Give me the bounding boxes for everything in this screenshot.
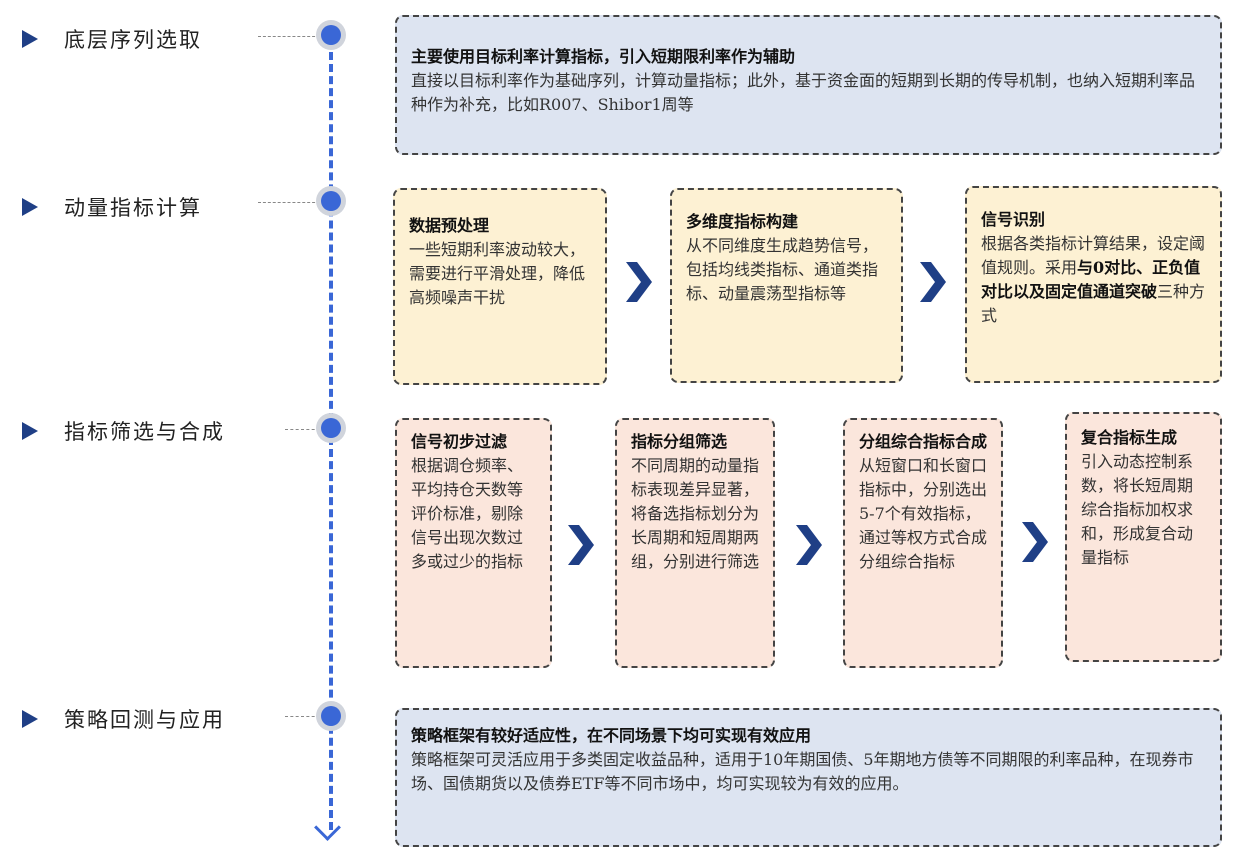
stage-label: 策略回测与应用 [64,708,225,732]
box-title: 指标分组筛选 [631,432,728,451]
stage-1: 底层序列选取 [22,24,202,54]
box-body: 不同周期的动量指标表现差异显著，将备选指标划分为长周期和短周期两组，分别进行筛选 [631,456,760,571]
chevron-right-icon [626,262,652,302]
stage-2: 动量指标计算 [22,192,202,222]
timeline-node [321,706,341,726]
timeline-node [321,25,341,45]
box-body: 根据各类指标计算结果，设定阈值规则。采用与0对比、正负值对比以及固定值通道突破三… [981,232,1206,328]
body-bold-text: 与0对比、正负值对比以及固定值通道突破 [981,258,1201,301]
box-backtest: 策略框架有较好适应性，在不同场景下均可实现有效应用 策略框架可灵活应用于多类固定… [395,708,1222,847]
box-title: 主要使用目标利率计算指标，引入短期限利率作为辅助 [411,47,796,66]
triangle-icon [22,198,38,216]
triangle-icon [22,422,38,440]
box-body: 从短窗口和长窗口指标中，分别选出5-7个有效指标，通过等权方式合成分组综合指标 [859,456,988,571]
box-preprocess: 数据预处理 一些短期利率波动较大，需要进行平滑处理，降低高频噪声干扰 [393,188,607,385]
triangle-icon [22,710,38,728]
connector [285,716,320,717]
box-composite: 复合指标生成 引入动态控制系数，将长短周期综合指标加权求和，形成复合动量指标 [1065,412,1222,662]
stage-label: 动量指标计算 [64,196,202,220]
box-title: 多维度指标构建 [686,212,799,231]
box-group-composite: 分组综合指标合成 从短窗口和长窗口指标中，分别选出5-7个有效指标，通过等权方式… [843,418,1003,668]
box-title: 信号初步过滤 [411,432,508,451]
stage-4: 策略回测与应用 [22,704,225,734]
box-initial-filter: 信号初步过滤 根据调仓频率、平均持仓天数等评价标准，剔除信号出现次数过多或过少的… [395,418,552,668]
box-body: 一些短期利率波动较大，需要进行平滑处理，降低高频噪声干扰 [409,240,586,307]
box-signal: 信号识别 根据各类指标计算结果，设定阈值规则。采用与0对比、正负值对比以及固定值… [965,186,1222,383]
timeline-node [321,191,341,211]
box-group-screen: 指标分组筛选 不同周期的动量指标表现差异显著，将备选指标划分为长周期和短周期两组… [615,418,775,668]
body-text: 根据各类指标计算结果，设定阈值规则。采用 [981,234,1206,277]
connector [285,429,320,430]
box-body: 策略框架可灵活应用于多类固定收益品种，适用于10年期国债、5年期地方债等不同期限… [411,750,1194,793]
chevron-right-icon [796,525,822,565]
box-title: 策略框架有较好适应性，在不同场景下均可实现有效应用 [411,726,812,745]
body-text: 三种方式 [981,282,1206,325]
box-body: 根据调仓频率、平均持仓天数等评价标准，剔除信号出现次数过多或过少的指标 [411,456,524,571]
box-title: 分组综合指标合成 [859,432,988,451]
box-body: 从不同维度生成趋势信号，包括均线类指标、通道类指标、动量震荡型指标等 [686,236,879,303]
box-title: 信号识别 [981,210,1046,229]
box-multi-dim: 多维度指标构建 从不同维度生成趋势信号，包括均线类指标、通道类指标、动量震荡型指… [670,188,903,383]
chevron-right-icon [1022,522,1048,562]
timeline-arrow-icon [314,814,341,841]
chevron-right-icon [568,525,594,565]
timeline-node [321,418,341,438]
box-base-series: 主要使用目标利率计算指标，引入短期限利率作为辅助 直接以目标利率作为基础序列，计… [395,15,1222,155]
triangle-icon [22,30,38,48]
stage-label: 底层序列选取 [64,28,202,52]
connector [258,36,320,37]
box-title: 复合指标生成 [1081,428,1178,447]
box-body: 直接以目标利率作为基础序列，计算动量指标；此外，基于资金面的短期到长期的传导机制… [411,71,1196,114]
connector [258,202,320,203]
stage-label: 指标筛选与合成 [64,420,225,444]
chevron-right-icon [920,262,946,302]
box-body: 引入动态控制系数，将长短周期综合指标加权求和，形成复合动量指标 [1081,452,1194,567]
stage-3: 指标筛选与合成 [22,416,225,446]
box-title: 数据预处理 [409,216,490,235]
